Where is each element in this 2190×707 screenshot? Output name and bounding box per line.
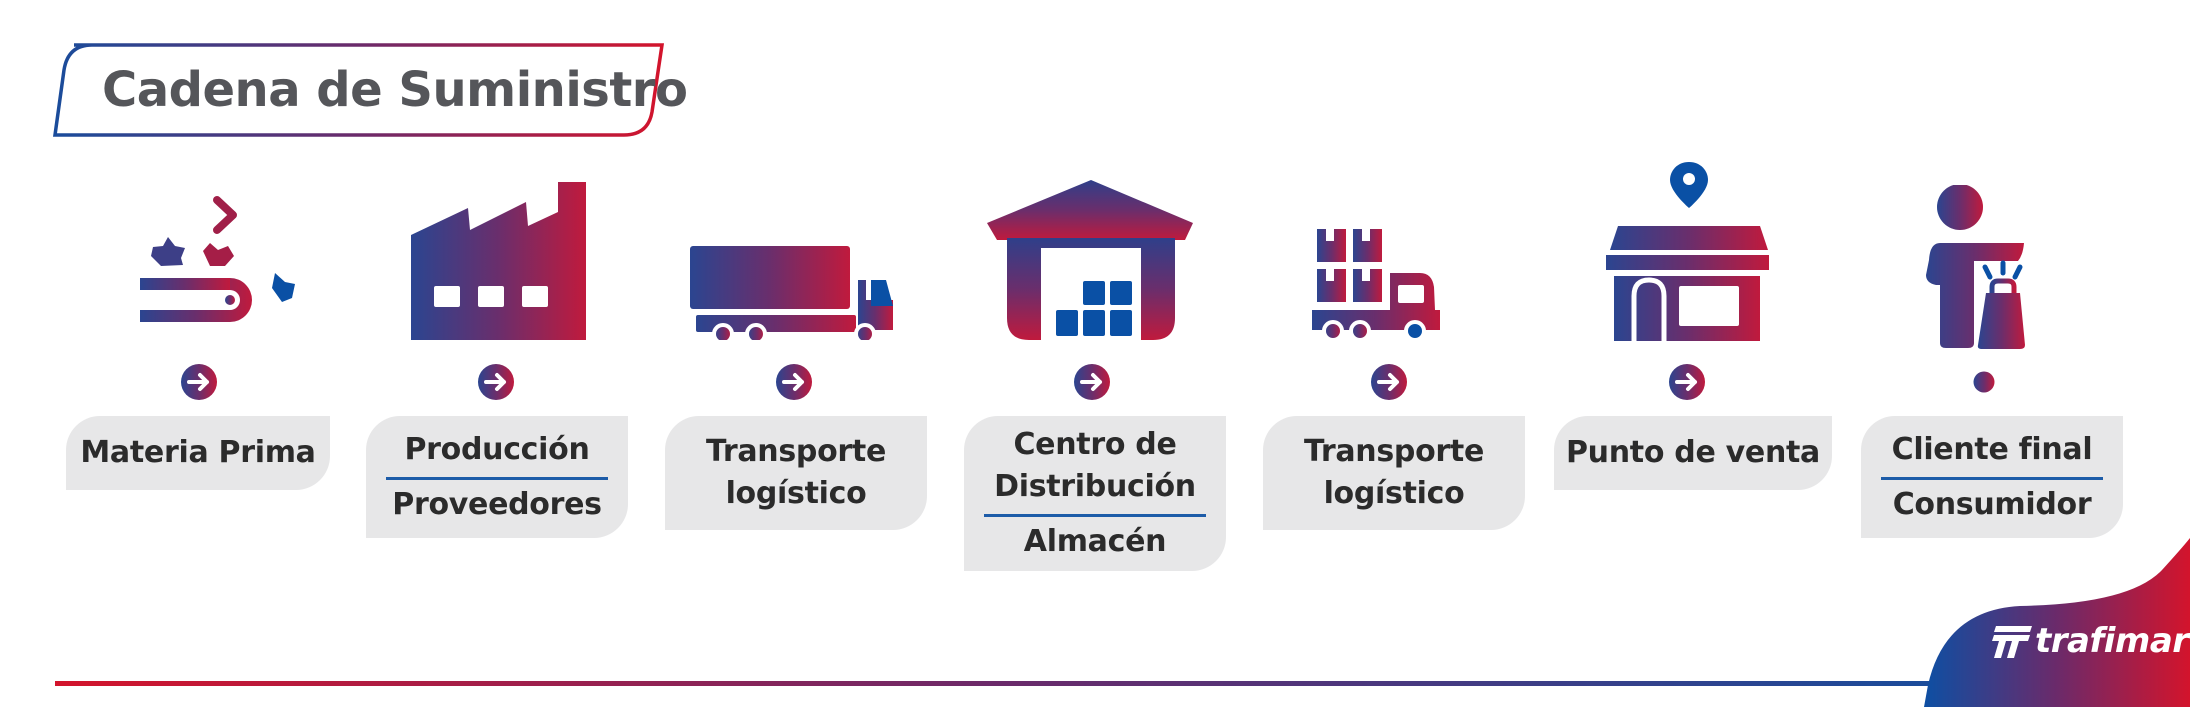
step-label: logístico — [1323, 476, 1465, 511]
arrow-circle-icon — [1371, 364, 1407, 400]
brand-wave-shape — [1924, 538, 2190, 707]
arrow-circle-icon — [776, 364, 812, 400]
step-card-transporte-logistico-1: Transporte logístico — [665, 416, 927, 530]
customer-shopping-bag-icon — [1926, 185, 2025, 349]
step-label: logístico — [725, 476, 867, 511]
step-card-transporte-logistico-2: Transporte logístico — [1263, 416, 1525, 530]
step-card-cliente-final: Cliente final Consumidor — [1861, 416, 2123, 538]
step-label: Producción — [404, 431, 590, 467]
step-label: Transporte — [1304, 434, 1484, 469]
trafimar-logo-icon — [1992, 626, 2032, 658]
step-label: Centro de — [1013, 427, 1177, 462]
step-label: Transporte — [706, 434, 886, 469]
step-sublabel: Almacén — [1023, 524, 1167, 559]
step-sublabel: Proveedores — [392, 486, 602, 522]
step-label: Punto de venta — [1565, 435, 1820, 470]
warehouse-icon — [987, 180, 1193, 340]
delivery-truck-boxes-icon — [1312, 229, 1440, 342]
raw-material-conveyor-icon — [140, 196, 295, 322]
step-label: Distribución — [994, 469, 1196, 504]
arrow-circle-icon — [1669, 364, 1705, 400]
arrow-circle-icon — [478, 364, 514, 400]
title-frame — [52, 43, 665, 137]
store-location-icon — [1606, 162, 1769, 341]
brand-name: trafimar — [2035, 621, 2189, 661]
step-card-centro-distribucion: Centro de Distribución Almacén — [964, 416, 1226, 571]
step-sublabel: Consumidor — [1892, 486, 2092, 522]
truck-icon — [690, 246, 893, 340]
endpoint-dot-icon — [1973, 371, 1995, 393]
factory-icon — [411, 182, 586, 340]
step-divider — [386, 476, 608, 480]
page-title: Cadena de Suministro — [102, 62, 688, 118]
step-card-materia-prima: Materia Prima — [66, 416, 330, 490]
step-label: Materia Prima — [80, 435, 316, 470]
arrow-circle-icon — [1074, 364, 1110, 400]
step-card-produccion: Producción Proveedores — [366, 416, 628, 538]
step-label: Cliente final — [1891, 431, 2093, 467]
arrow-circle-icon — [181, 364, 217, 400]
step-divider — [984, 514, 1206, 517]
step-divider — [1881, 476, 2103, 480]
footer-divider — [55, 681, 1935, 686]
step-card-punto-de-venta: Punto de venta — [1554, 416, 1832, 490]
